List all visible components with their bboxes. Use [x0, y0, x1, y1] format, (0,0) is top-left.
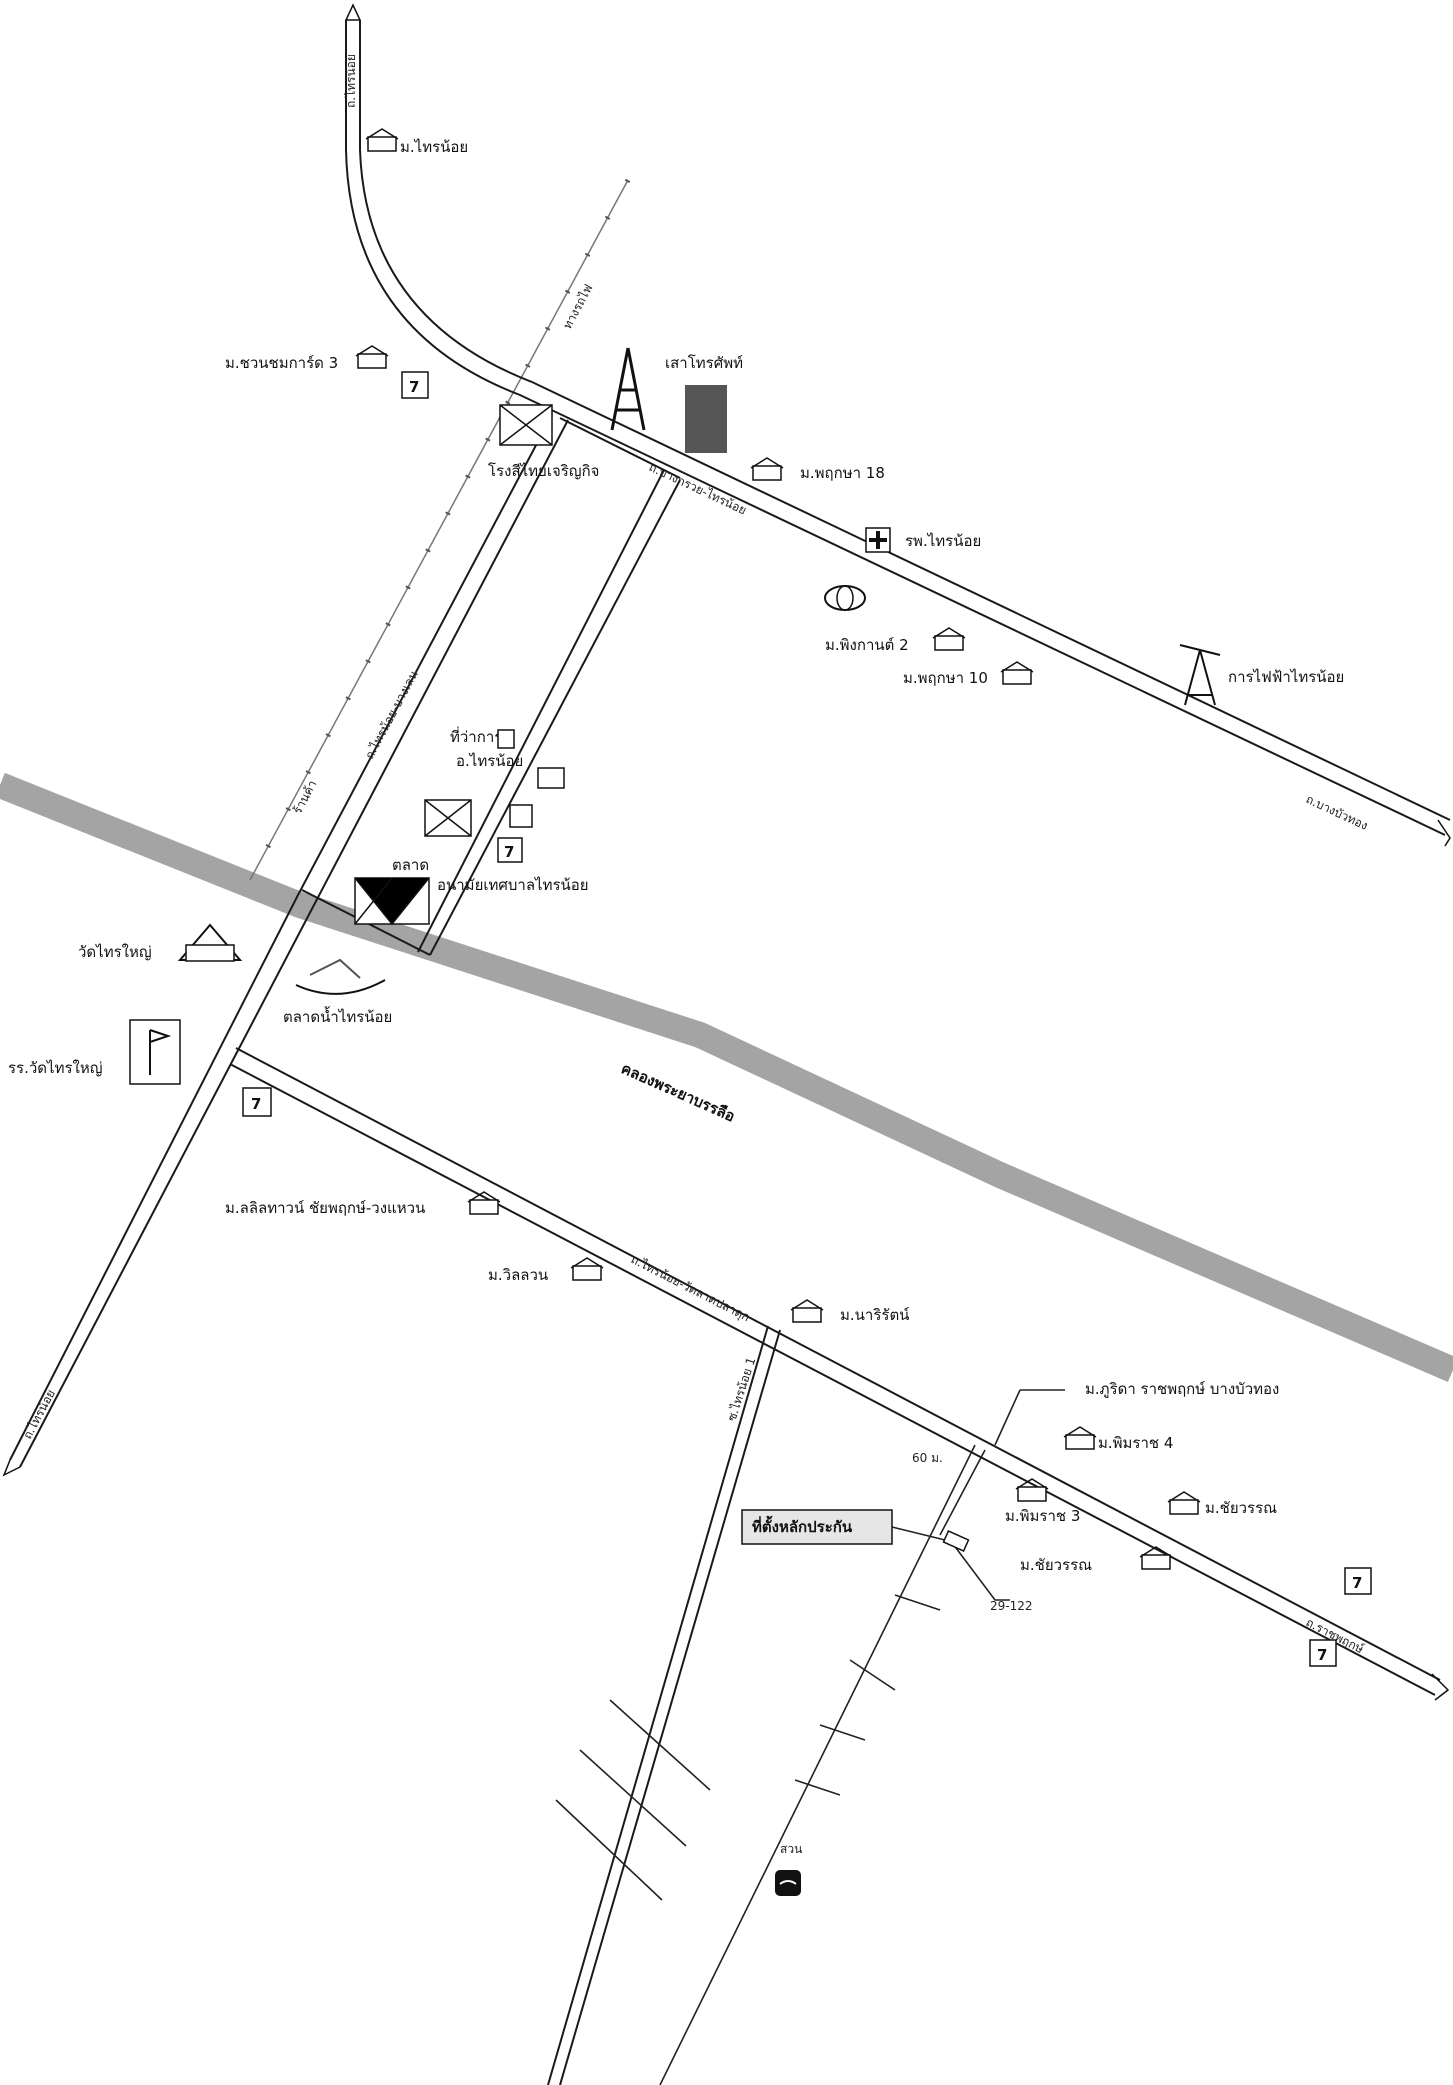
label-soi-branch: ซ.ไทรน้อย 1	[725, 1356, 759, 1423]
tower-icon	[610, 347, 646, 431]
label-road-ne-end: ถ.บางบัวทอง	[1304, 792, 1370, 833]
house-icon	[750, 457, 784, 481]
label-floating-market: ตลาดน้ำไทรน้อย	[283, 1006, 392, 1026]
house-icon	[355, 345, 389, 369]
house-icon	[1063, 1426, 1097, 1450]
label-wat-saiyai: วัดไทรใหญ่	[78, 943, 152, 961]
sign-icon	[537, 767, 565, 789]
label-moo-pimrat4: ม.พิมราช 4	[1098, 1434, 1173, 1452]
label-power-sainoi: การไฟฟ้าไทรน้อย	[1228, 668, 1344, 686]
house-icon	[790, 1299, 824, 1323]
label-moo-chaiwan2: ม.ชัยวรรณ	[1020, 1556, 1092, 1574]
label-road-side: ถ.ไทรน้อย-บางเลน	[362, 668, 420, 761]
location-marker: ที่ตั้งหลักประกัน	[741, 1509, 970, 1552]
label-moo-wilawan: ม.วิลลวน	[488, 1266, 548, 1284]
power-pylon-icon	[1179, 644, 1221, 706]
road-south-main	[229, 1047, 1450, 1701]
label-moo-phuttharaksa: ม.ภูริดา ราชพฤกษ์ บางบัวทอง	[1085, 1380, 1279, 1398]
label-plot-no: 29-122	[990, 1599, 1033, 1613]
label-district-office-1: ที่ว่าการ	[450, 726, 502, 746]
building-icon	[685, 385, 727, 453]
svg-text:7: 7	[409, 378, 419, 396]
label-district-office-2: อ.ไทรน้อย	[456, 752, 523, 770]
house-icon	[932, 627, 966, 651]
road-side-left	[2, 414, 569, 1477]
toyota-logo-icon	[824, 585, 866, 611]
swimming-icon	[775, 1870, 801, 1896]
road-side-right	[417, 469, 681, 956]
label-sao-tower: เสาโทรศัพท์	[665, 354, 743, 372]
road-north-curve	[344, 3, 1451, 847]
label-location: ที่ตั้งหลักประกัน	[752, 1515, 853, 1536]
school-flag-icon	[129, 1019, 181, 1085]
label-moo-chaiwan: ม.ชัยวรรณ	[1205, 1499, 1277, 1517]
label-factory: โรงสีไทยเจริญกิจ	[488, 462, 599, 480]
market-roof-icon	[424, 799, 472, 837]
label-moo-pimrat3: ม.พิมราช 3	[1005, 1507, 1080, 1525]
label-moo-longsat: ม.ลลิลทาวน์ ชัยพฤกษ์-วงแหวน	[225, 1199, 425, 1217]
market-roof-icon	[499, 404, 553, 446]
label-road-sw-end: ถ.ไทรน้อย	[20, 1387, 58, 1441]
label-school-watsaiyai: รร.วัดไทรใหญ่	[8, 1059, 103, 1077]
seven-eleven-icon: 7	[1344, 1567, 1372, 1595]
road-to-location	[659, 1444, 976, 2085]
label-road-north: ถ.ไทรน้อย	[344, 54, 358, 108]
svg-text:7: 7	[1352, 1574, 1362, 1592]
house-icon	[1167, 1491, 1201, 1515]
house-icon	[467, 1191, 501, 1215]
boat-icon	[295, 958, 386, 995]
house-icon	[1015, 1478, 1049, 1502]
house-icon	[1139, 1546, 1173, 1570]
label-hospital-sainoi: รพ.ไทรน้อย	[905, 532, 981, 550]
label-road-south-main: ถ.ไทรน้อย-วัดลาดปลาดุก	[628, 1252, 752, 1325]
market-roof-icon	[354, 877, 430, 926]
house-icon	[1000, 661, 1034, 685]
label-moo-sainoi: ม.ไทรน้อย	[400, 138, 468, 156]
svg-text:7: 7	[251, 1095, 261, 1113]
house-icon	[570, 1257, 604, 1281]
svg-text:7: 7	[504, 843, 514, 861]
label-moo-pingkan2: ม.พิงกานต์ 2	[825, 636, 909, 654]
office-icon	[497, 729, 515, 749]
temple-icon	[177, 923, 243, 962]
label-ban-pruksa-10: ม.พฤกษา 10	[903, 669, 988, 687]
label-market: ตลาด	[392, 856, 429, 874]
label-moo-narin: ม.นาริรัตน์	[840, 1306, 910, 1324]
svg-text:7: 7	[1317, 1646, 1327, 1664]
label-municipality: อนามัยเทศบาลไทรน้อย	[437, 876, 589, 894]
seven-eleven-icon: 7	[1309, 1639, 1337, 1667]
seven-eleven-icon: 7	[497, 837, 523, 863]
label-ban-pruksa-18: ม.พฤกษา 18	[800, 464, 885, 482]
road-soi-branch	[547, 1325, 781, 2085]
label-moo-suanchomphu3: ม.ชวนชมการ์ด 3	[225, 354, 338, 372]
label-distance-60m: 60 ม.	[912, 1451, 943, 1465]
seven-eleven-icon: 7	[242, 1087, 272, 1117]
label-park: สวน	[780, 1842, 802, 1856]
bank-icon	[509, 804, 533, 828]
hospital-cross-icon	[865, 527, 891, 553]
road-connector	[301, 417, 681, 956]
label-canal: คลองพระยาบรรลือ	[618, 1059, 737, 1125]
seven-eleven-icon: 7	[401, 371, 429, 399]
label-rail: ทางรถไฟ	[560, 282, 595, 332]
label-road-main-e: ถ.บางกรวย-ไทรน้อย	[647, 460, 749, 517]
canal	[0, 772, 1453, 1382]
railway	[247, 178, 631, 882]
house-icon	[365, 128, 399, 152]
distance-marker	[939, 1389, 1065, 1601]
